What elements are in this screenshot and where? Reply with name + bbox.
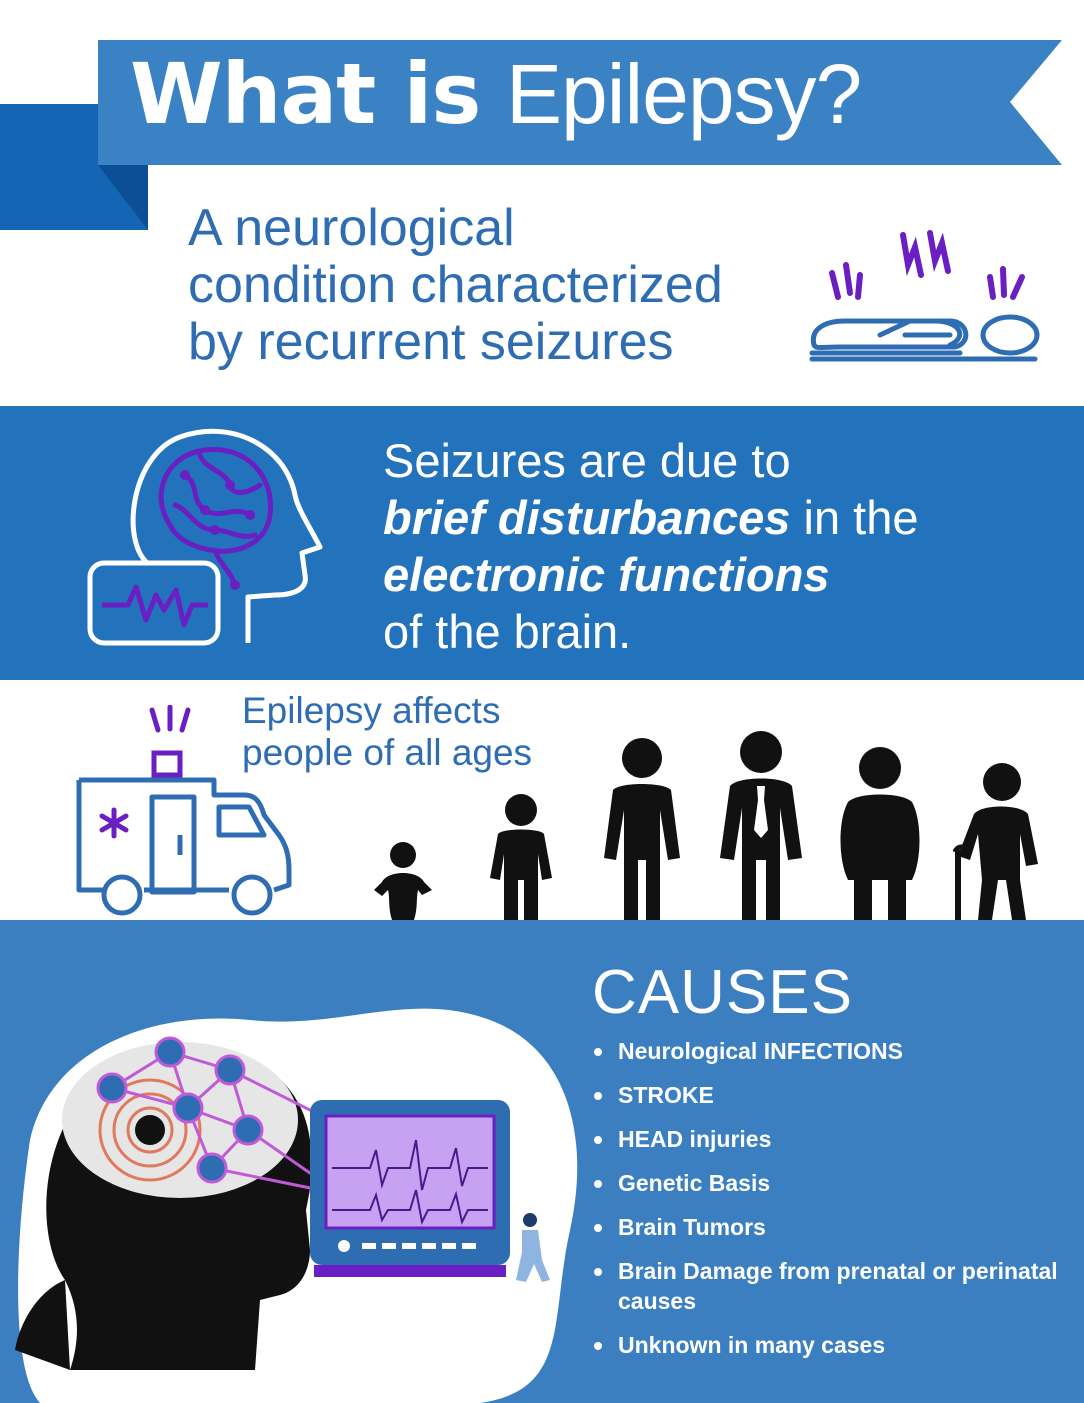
person-lying-icon	[809, 230, 1040, 362]
seizure-line-2-rest: in the	[790, 491, 919, 544]
banner-ribbon	[98, 40, 1062, 165]
list-item: Unknown in many cases	[592, 1330, 1062, 1360]
list-item: STROKE	[592, 1080, 1062, 1110]
causes-title: CAUSES	[592, 958, 853, 1027]
list-item: Genetic Basis	[592, 1168, 1062, 1198]
title-light: Epilepsy?	[506, 47, 862, 141]
emphasis-electronic-functions: electronic functions	[383, 548, 830, 601]
list-item: Brain Tumors	[592, 1212, 1062, 1242]
definition-text: A neurological condition characterized b…	[188, 200, 808, 371]
list-item: Brain Damage from prenatal or perinatal …	[592, 1256, 1062, 1316]
seizure-line-1: Seizures are due to	[383, 434, 791, 487]
title-bold: What is	[130, 45, 481, 143]
definition-line: condition characterized	[188, 256, 723, 314]
banner-fold	[98, 165, 148, 230]
definition-line: A neurological	[188, 199, 515, 257]
list-item: Neurological INFECTIONS	[592, 1036, 1062, 1066]
title-banner	[0, 40, 1062, 230]
head-eeg-illustration	[15, 1008, 578, 1403]
seizure-line-4: of the brain.	[383, 605, 632, 658]
seizure-text: Seizures are due to brief disturbances i…	[383, 432, 1073, 660]
emphasis-brief-disturbances: brief disturbances	[383, 491, 791, 544]
brain-head-icon	[87, 428, 323, 646]
ages-line: people of all ages	[242, 732, 533, 773]
page-title: What is Epilepsy?	[130, 52, 862, 136]
ages-line: Epilepsy affects	[242, 690, 501, 731]
ambulance-icon	[76, 705, 292, 916]
list-item: HEAD injuries	[592, 1124, 1062, 1154]
definition-line: by recurrent seizures	[188, 313, 674, 371]
ages-text: Epilepsy affects people of all ages	[242, 690, 602, 774]
seizure-line-2: brief disturbances in the	[383, 489, 1073, 546]
people-silhouettes-icon	[374, 731, 1038, 920]
causes-list: Neurological INFECTIONS STROKE HEAD inju…	[592, 1036, 1062, 1374]
